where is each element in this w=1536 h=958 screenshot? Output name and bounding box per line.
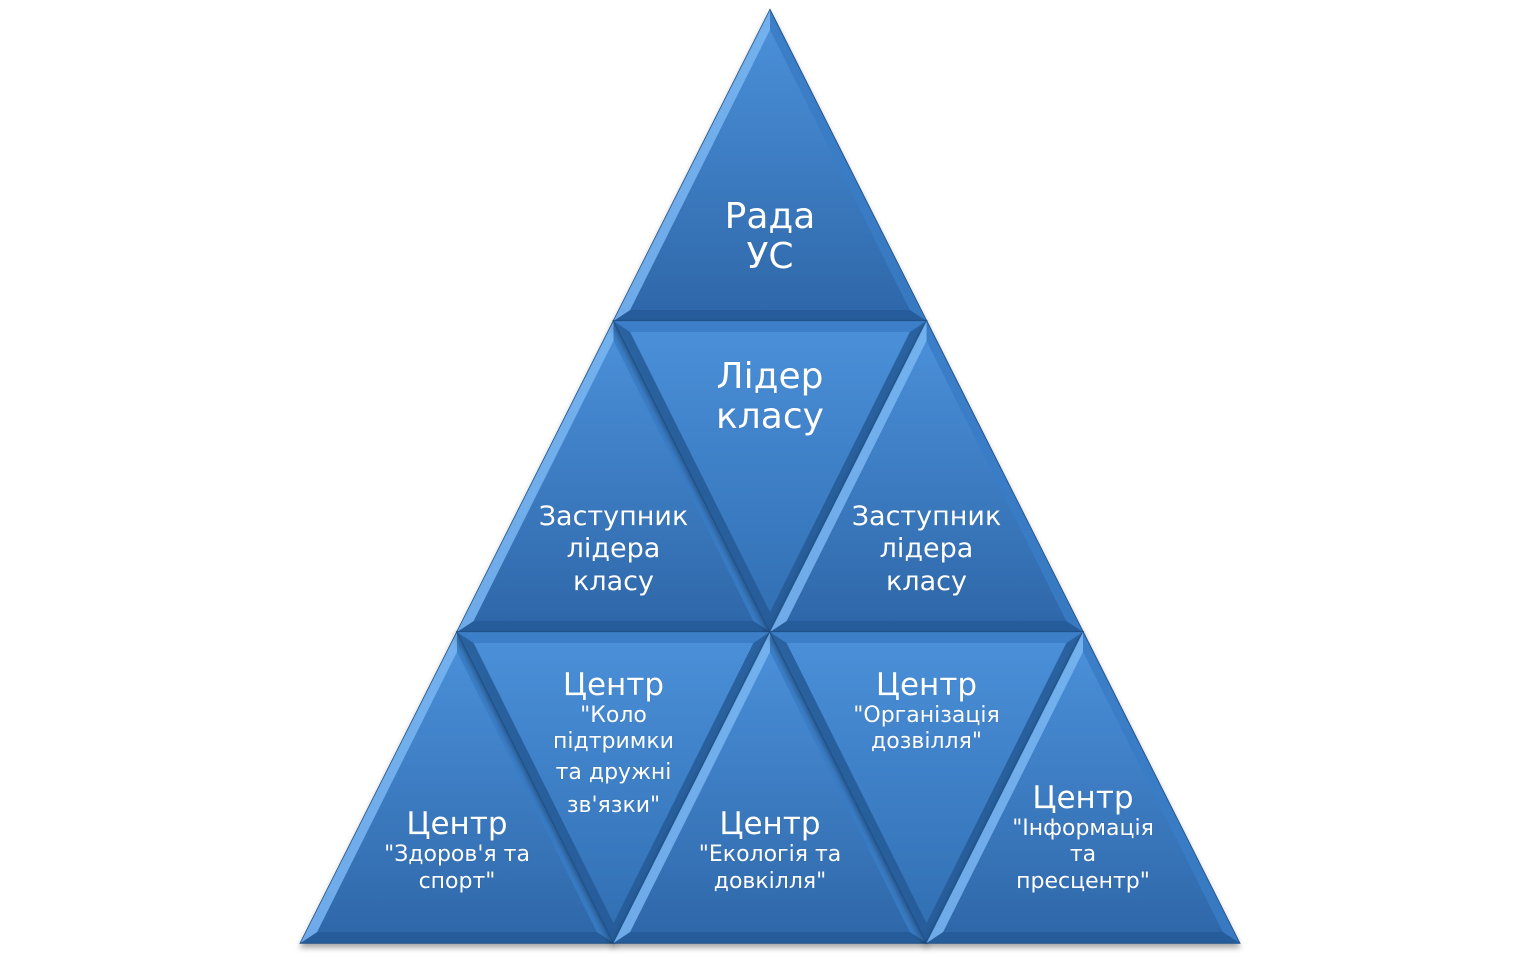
subtitle-line: зв'язки" (566, 792, 661, 818)
subtitle-line: Заступник (851, 501, 1002, 532)
bevel-edge-info-press (926, 632, 1083, 943)
title-line: УС (746, 235, 794, 277)
bevel-edge-health-sport (300, 632, 457, 943)
title-line: Центр (719, 806, 821, 843)
face-ecology (630, 652, 910, 932)
bevel-edge-deputy-left (457, 321, 614, 632)
subtitle-line: лідера (566, 533, 661, 565)
subtitle-line: "Коло (580, 702, 647, 728)
subtitle-line: "Екологія та (698, 842, 842, 868)
face-info-press (943, 652, 1223, 932)
face-rada (630, 30, 910, 310)
bevel-edge-leader (613, 321, 770, 632)
subtitle-line: спорт" (418, 868, 496, 894)
bevel-edge-health-sport (300, 932, 614, 943)
bevel-edge-leisure (770, 632, 1083, 643)
subtitle-line: класу (573, 565, 654, 597)
face-deputy-left (473, 341, 754, 621)
bevel-edge-deputy-right (770, 621, 1083, 632)
subtitle-line: підтримки (553, 729, 674, 755)
subtitle-line: Заступник (538, 501, 689, 532)
subtitle-line: лідера (879, 533, 974, 565)
bevel-edge-support-circle (457, 632, 770, 643)
face-support-circle (473, 643, 754, 923)
title-line: Лідер (716, 356, 824, 397)
subtitle-line: "Здоров'я та (384, 842, 530, 868)
title-line: Центр (1032, 780, 1134, 817)
subtitle-line: пресцентр" (1016, 868, 1150, 894)
face-health-sport (317, 652, 597, 932)
title-line: Центр (406, 806, 508, 843)
bevel-edge-ecology (613, 632, 770, 943)
subtitle-line: та (1069, 842, 1097, 868)
bevel-edge-deputy-right (770, 321, 927, 632)
bevel-edge-deputy-left (457, 621, 770, 632)
face-deputy-right (786, 341, 1067, 621)
bevel-edge-leader (613, 321, 927, 332)
bevel-edge-deputy-right (926, 321, 1083, 632)
title-line: Центр (875, 667, 978, 703)
title-line: Рада (724, 195, 816, 237)
face-leader (630, 332, 910, 612)
title-line: Центр (562, 667, 665, 703)
bevel-edge-ecology (613, 932, 927, 943)
subtitle-line: довкілля" (713, 868, 827, 894)
subtitle-line: дозвілля" (871, 729, 982, 755)
subtitle-line: та дружні (555, 759, 672, 785)
bevel-edge-rada (613, 310, 927, 321)
bevel-edge-rada (770, 10, 927, 321)
bevel-edge-rada (613, 10, 770, 321)
bevel-edge-leisure (770, 632, 927, 943)
subtitle-line: "Інформація (1012, 815, 1154, 841)
title-line: класу (716, 396, 824, 438)
face-leisure (786, 643, 1067, 923)
triangles-layer (299, 8, 1241, 945)
subtitle-line: класу (886, 565, 967, 597)
bevel-edge-support-circle (457, 632, 614, 943)
bevel-edge-info-press (1083, 632, 1240, 943)
bevel-edge-info-press (926, 932, 1240, 943)
subtitle-line: "Організація (853, 702, 1000, 728)
